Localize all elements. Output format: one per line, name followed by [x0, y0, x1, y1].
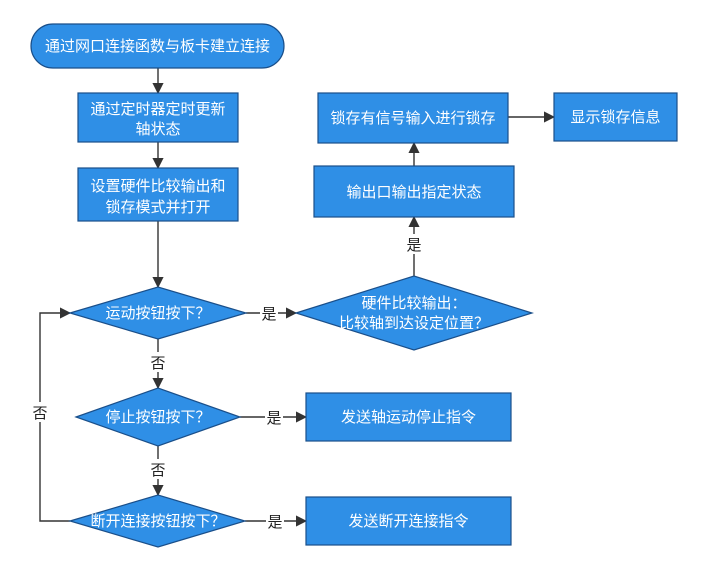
- label-compare-yes: 是: [406, 236, 421, 254]
- node-latch-text: 锁存有信号输入进行锁存: [330, 109, 495, 127]
- label-stop-no: 否: [150, 461, 165, 479]
- label-motion-no: 否: [150, 354, 165, 372]
- node-timer: 通过定时器定时更新 轴状态: [77, 92, 239, 143]
- node-motion-check: 运动按钮按下？: [67, 286, 249, 340]
- node-output-state-text: 输出口输出指定状态: [346, 183, 481, 201]
- label-motion-yes: 是: [261, 305, 276, 323]
- node-show-latch: 显示锁存信息: [553, 92, 678, 142]
- label-stop-yes: 是: [266, 409, 281, 427]
- node-latch: 锁存有信号输入进行锁存: [317, 92, 509, 144]
- node-setup-line1: 设置硬件比较输出和: [90, 177, 225, 195]
- node-disconnect-cmd-text: 发送断开连接指令: [348, 512, 468, 530]
- node-disconnect-check: 断开连接按钮按下？: [67, 494, 248, 548]
- node-output-state: 输出口输出指定状态: [313, 165, 515, 218]
- label-disconnect-no: 否: [32, 404, 47, 422]
- node-disconnect-cmd: 发送断开连接指令: [305, 496, 512, 546]
- node-start-text: 通过网口连接函数与板卡建立连接: [45, 37, 270, 55]
- node-disconnect-check-text: 断开连接按钮按下？: [90, 512, 225, 530]
- node-timer-line1: 通过定时器定时更新: [90, 100, 225, 118]
- node-timer-line2: 轴状态: [135, 120, 180, 138]
- node-stop-cmd-text: 发送轴运动停止指令: [341, 408, 476, 426]
- node-stop-check-text: 停止按钮按下？: [105, 408, 210, 426]
- node-show-latch-text: 显示锁存信息: [570, 108, 660, 126]
- node-start: 通过网口连接函数与板卡建立连接: [30, 23, 285, 69]
- node-compare-check: 硬件比较输出： 比较轴到达设定位置？: [293, 275, 535, 351]
- node-compare-line1: 硬件比较输出：: [361, 294, 466, 312]
- label-disconnect-yes: 是: [267, 513, 282, 531]
- node-stop-cmd: 发送轴运动停止指令: [305, 392, 512, 442]
- node-motion-check-text: 运动按钮按下？: [105, 304, 210, 322]
- node-stop-check: 停止按钮按下？: [74, 387, 242, 447]
- edge-labels: 是 是 否 是 否 是 否: [31, 234, 423, 531]
- node-compare-line2: 比较轴到达设定位置？: [339, 314, 489, 332]
- node-setup: 设置硬件比较输出和 锁存模式并打开: [77, 167, 239, 222]
- node-setup-line2: 锁存模式并打开: [105, 198, 210, 216]
